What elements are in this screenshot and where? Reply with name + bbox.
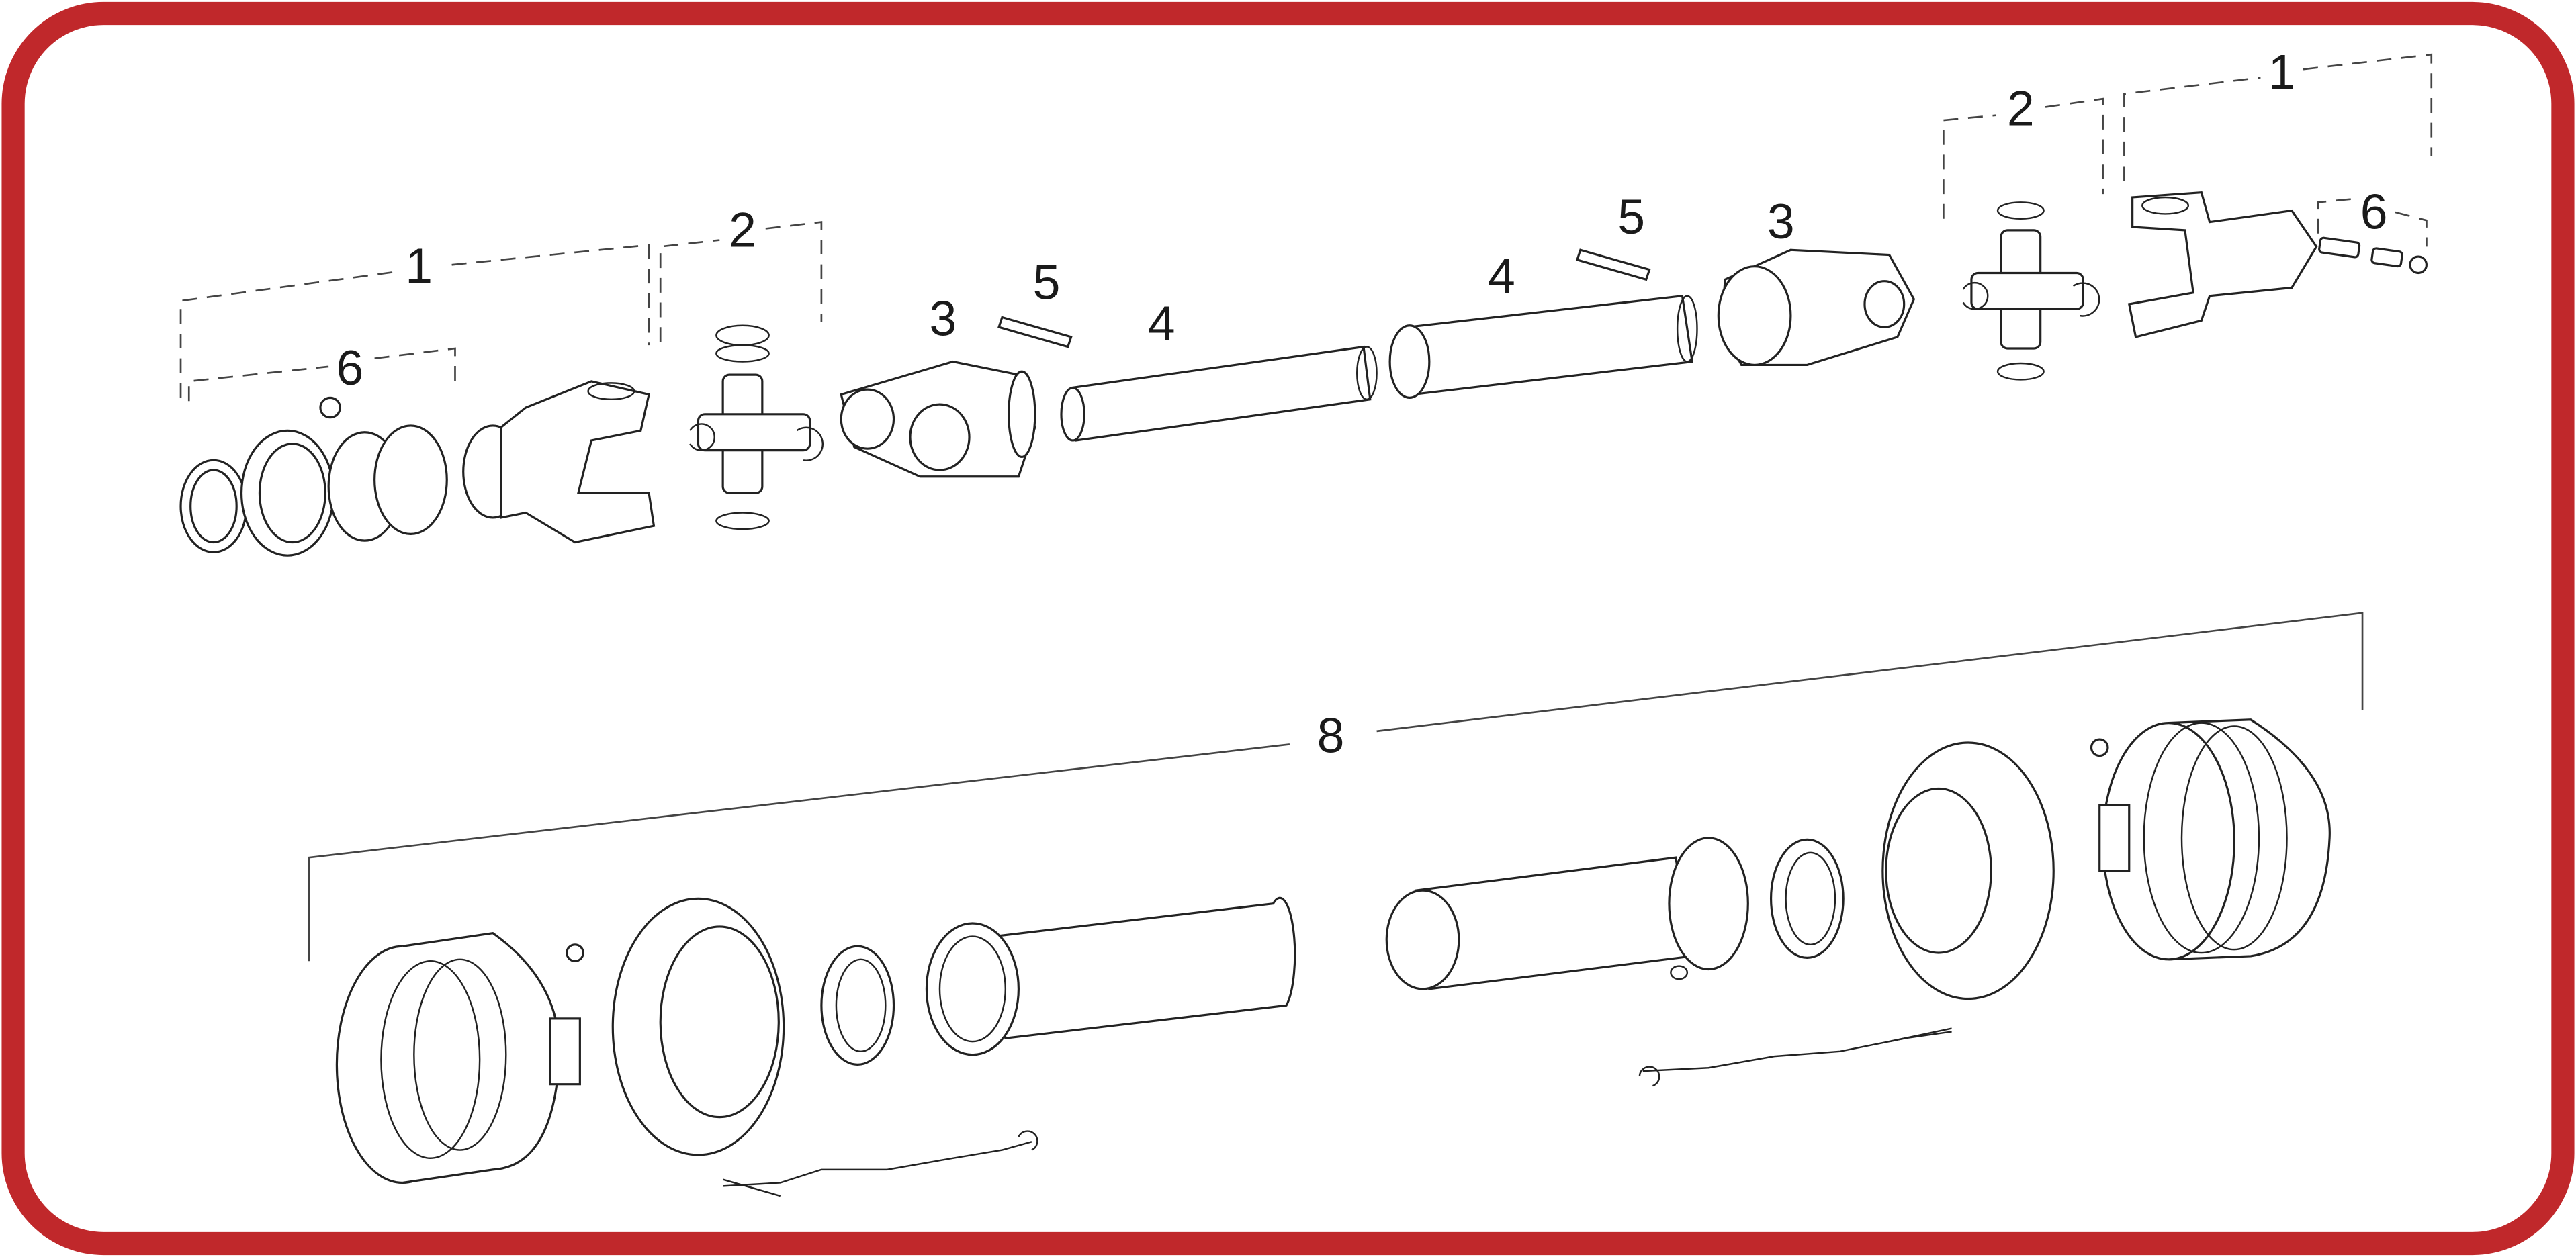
guard-tube-outer [925, 896, 1296, 1056]
guard-bell-right [1881, 741, 2055, 1000]
label-pin-right: 5 [1617, 189, 1645, 244]
guard-tube-inner [1385, 837, 1749, 990]
tube-yoke-left [840, 360, 1036, 478]
label-bolt-set-right: 6 [2360, 184, 2388, 239]
bearing-ring-right [1769, 838, 1845, 959]
guard-bell-left [611, 897, 785, 1156]
label-bearing-set-left: 6 [337, 340, 364, 395]
label-tube-right: 4 [1488, 248, 1515, 304]
yoke-left [462, 380, 656, 544]
guard-cone-right [2090, 718, 2331, 961]
tube-left [1060, 345, 1378, 442]
callout-brackets [179, 53, 2433, 962]
tube-right [1388, 294, 1698, 399]
chain-left [722, 1130, 1038, 1197]
tube-yoke-right [1717, 248, 1916, 367]
cross-right [1962, 201, 2100, 381]
label-tube-yoke-right: 3 [1767, 194, 1795, 249]
bearing-ring-left [820, 945, 895, 1066]
pin-left [997, 316, 1073, 348]
label-tube-yoke-left: 3 [929, 291, 957, 346]
bolt-set-right [2318, 236, 2428, 275]
label-yoke-left: 1 [405, 238, 433, 293]
yoke-right [2127, 191, 2318, 338]
guard-cone-left [335, 932, 584, 1184]
label-cross-left: 2 [729, 202, 756, 257]
pin-right [1575, 248, 1651, 281]
chain-right [1638, 1027, 1952, 1087]
bearing-rings-left [179, 396, 448, 557]
label-pin-left: 5 [1033, 255, 1061, 310]
label-guard: 8 [1317, 708, 1345, 763]
label-cross-right: 2 [2007, 81, 2035, 136]
cross-left [689, 324, 824, 530]
label-yoke-right: 1 [2268, 45, 2296, 100]
label-tube-left: 4 [1148, 296, 1175, 351]
